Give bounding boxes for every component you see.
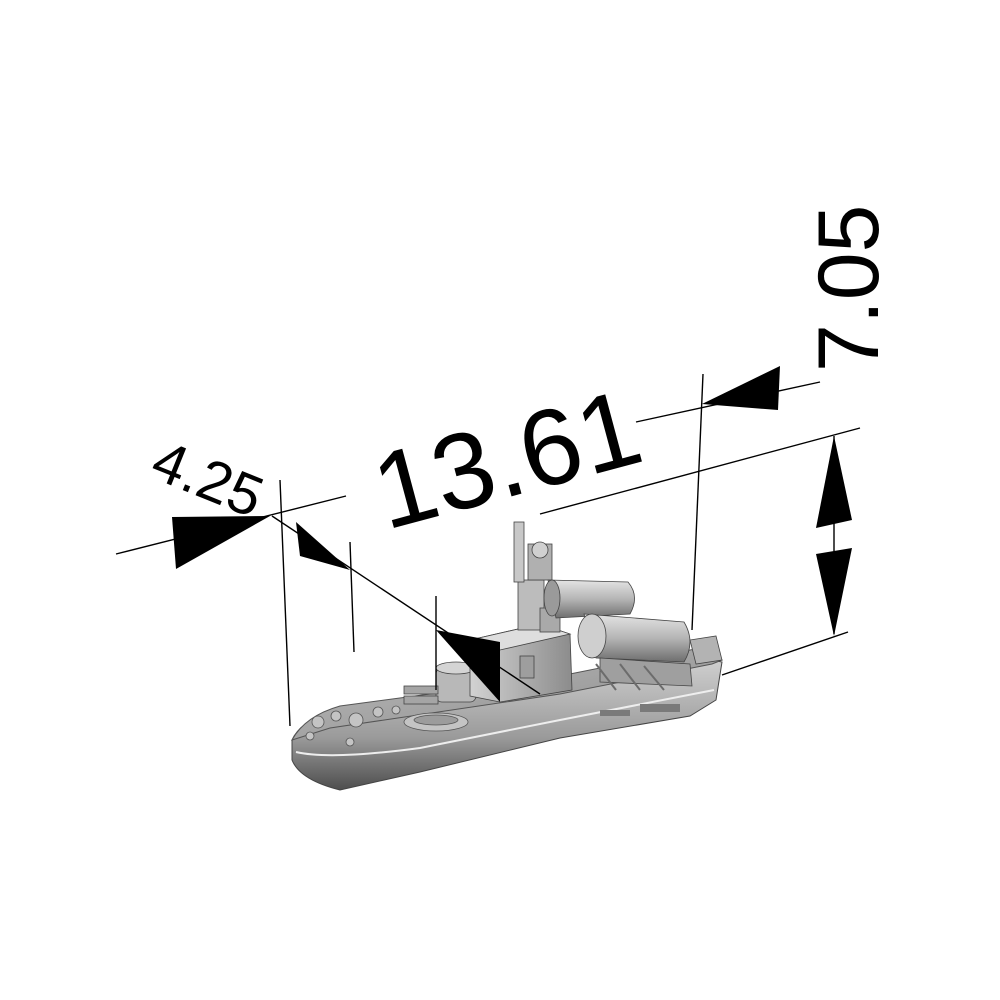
length-label: 13.61 <box>361 365 653 552</box>
width-arrowhead-left <box>172 516 270 569</box>
extension-line-height-bottom <box>721 631 849 676</box>
extension-line-stern <box>691 373 704 631</box>
length-arrowhead-left <box>436 630 500 702</box>
height-label: 7.05 <box>801 205 897 372</box>
extension-lines <box>279 373 861 727</box>
boat-hull-stripe <box>295 689 715 757</box>
height-arrowhead-top <box>816 436 852 528</box>
extension-line-bow <box>279 479 291 727</box>
extension-line-width <box>349 541 355 653</box>
length-arrowhead-right <box>702 366 780 410</box>
width-label: 4.25 <box>143 428 272 531</box>
patrol-boat-icon <box>290 521 724 791</box>
width-arrowhead-right <box>296 522 350 570</box>
dimension-height <box>816 436 852 636</box>
gun-mount <box>403 661 477 705</box>
deck-fittings <box>305 705 469 747</box>
dimension-width <box>115 495 541 695</box>
dimension-length <box>436 366 821 702</box>
missile-launchers <box>543 579 723 691</box>
stern-details <box>600 704 680 716</box>
extension-line-height-top <box>539 427 861 515</box>
height-arrowhead-bottom <box>816 548 852 636</box>
